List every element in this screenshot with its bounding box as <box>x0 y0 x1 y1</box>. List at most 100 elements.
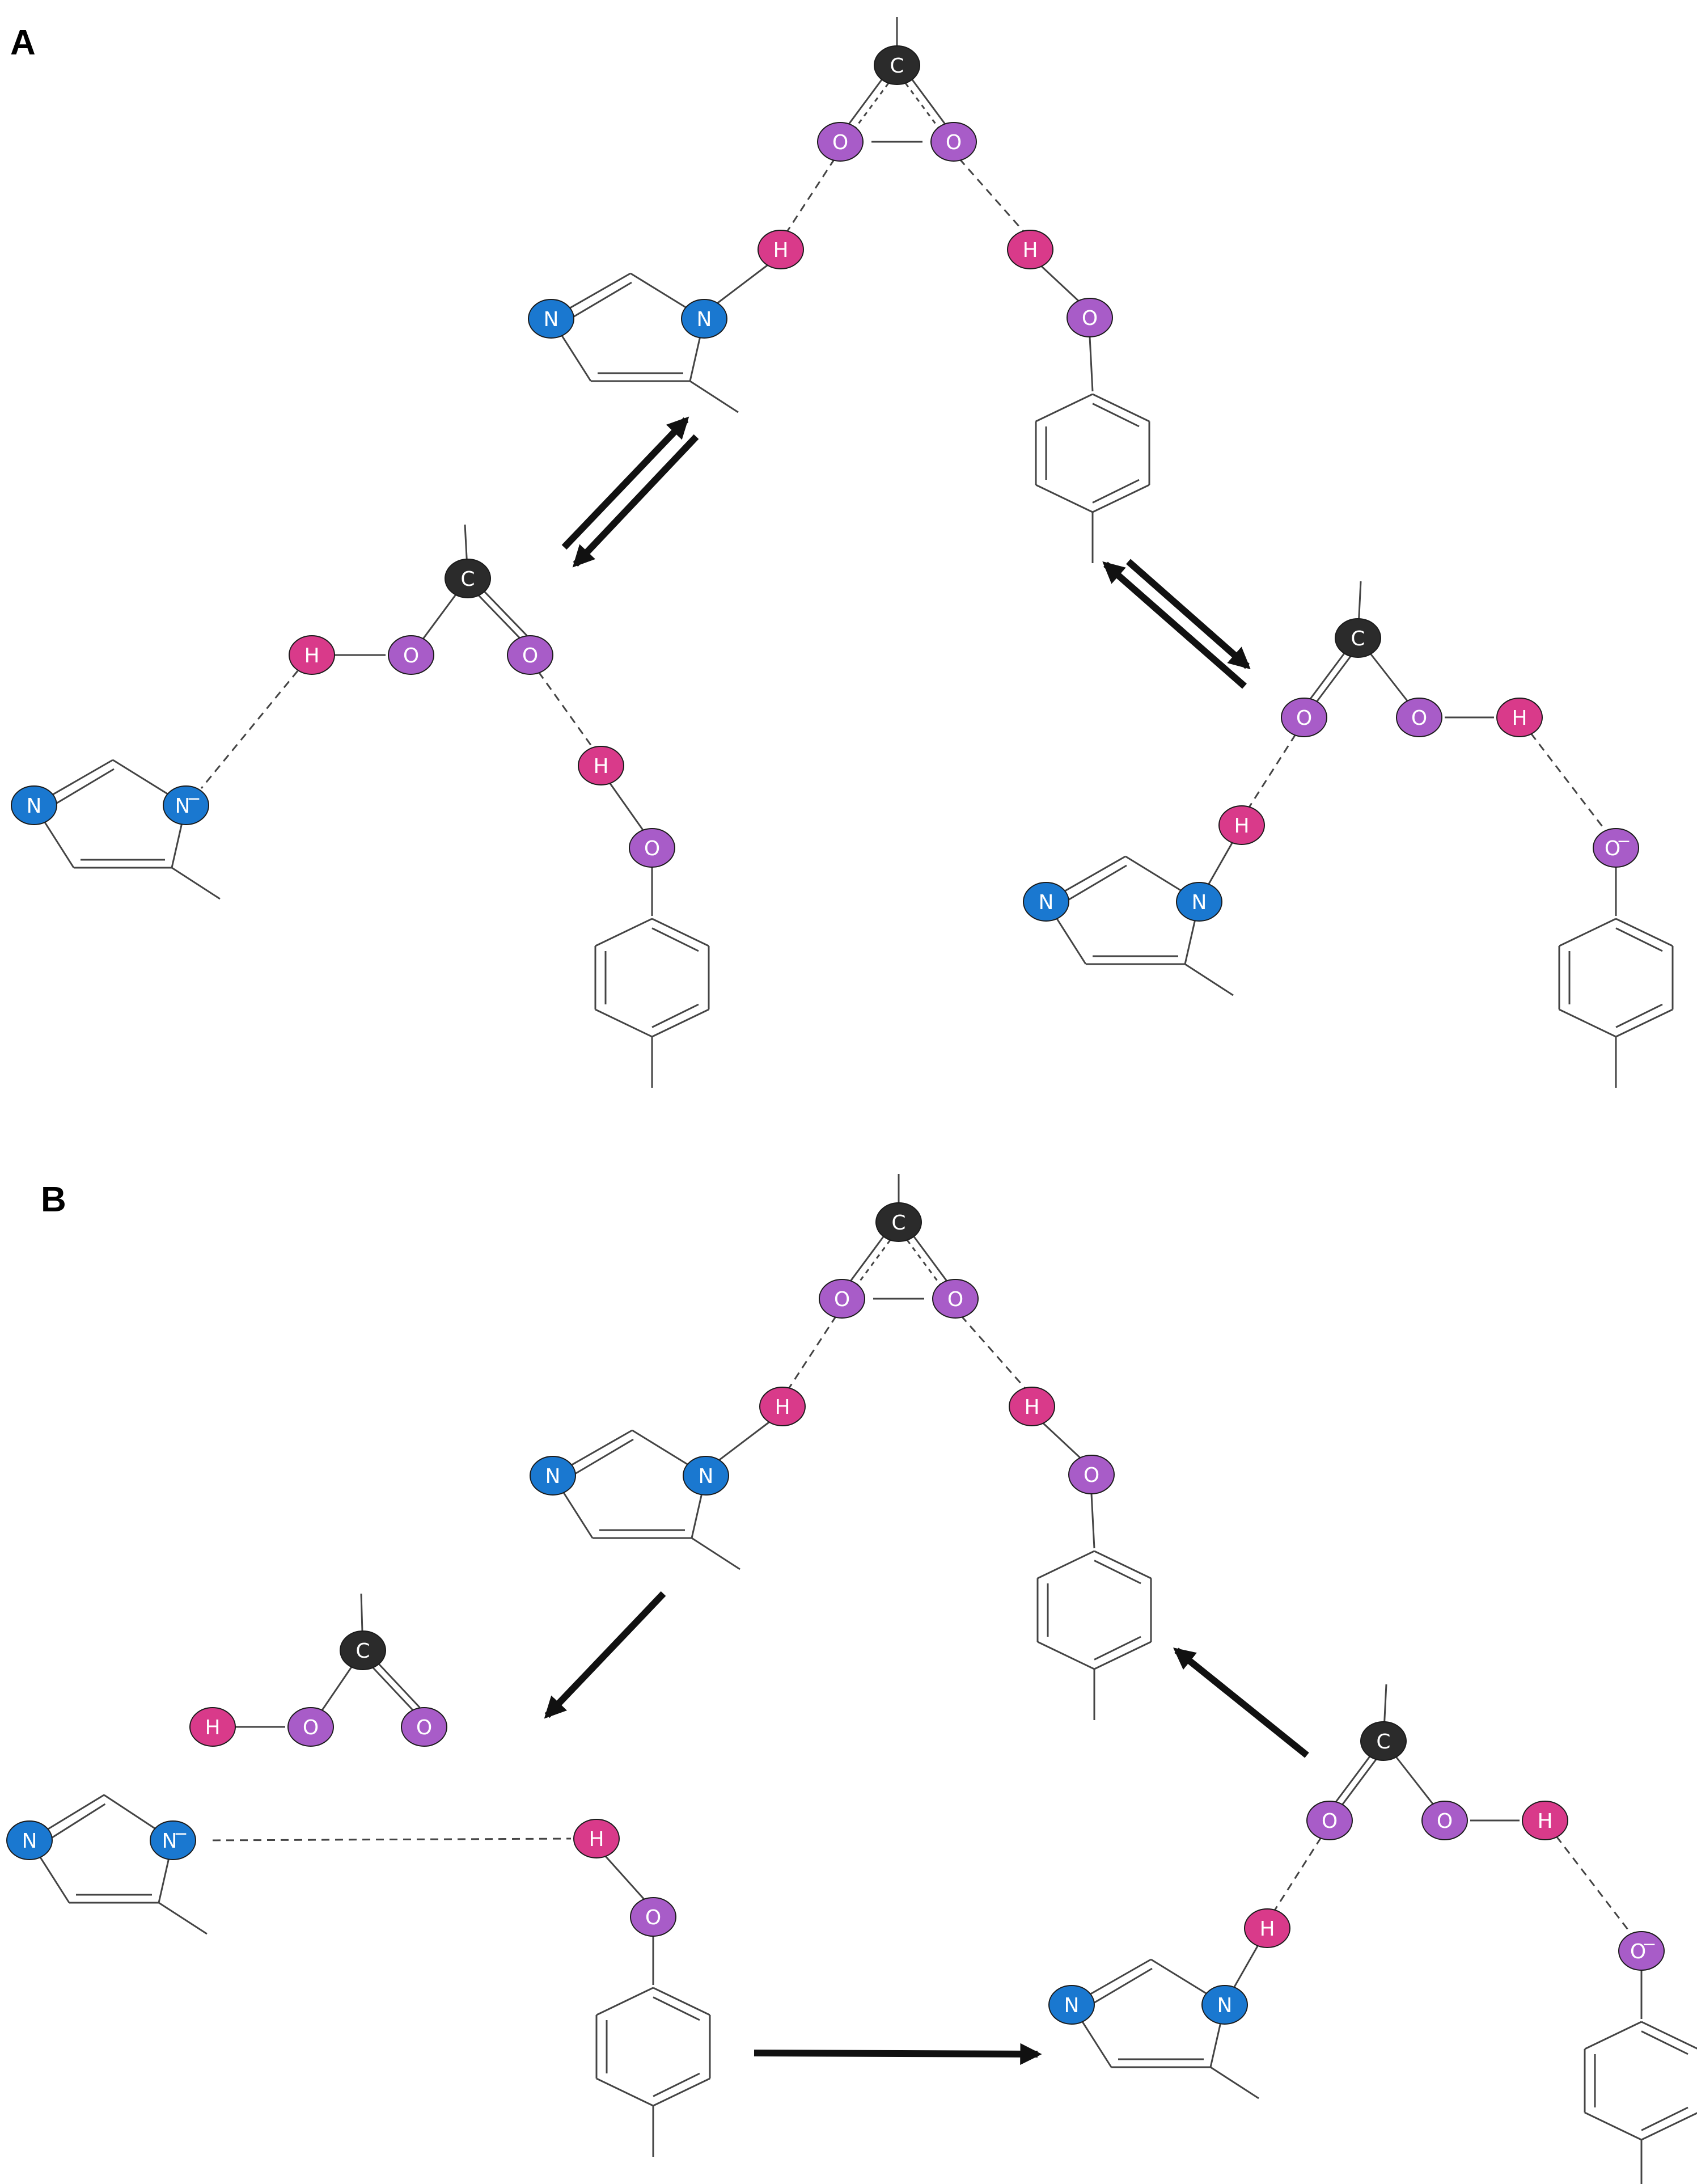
hydrogen-atom: H <box>1007 230 1053 269</box>
carboxylate-bond <box>894 68 953 146</box>
charge-minus: − <box>1616 831 1631 851</box>
atom-label: C <box>356 1640 370 1663</box>
nitrogen-atom: N <box>1201 1985 1248 2025</box>
methyl-bond <box>171 867 221 900</box>
hydrogen-atom: H <box>1522 1801 1568 1840</box>
oxygen-circle <box>1306 1801 1353 1840</box>
hydrogen-circle <box>757 230 804 269</box>
atom-label: O <box>1296 707 1312 730</box>
oxygen-circle <box>401 1707 447 1747</box>
nitrogen-circle <box>1176 882 1222 922</box>
hydrogen-bond <box>1273 1837 1322 1912</box>
nitrogen-circle <box>1048 1985 1095 2025</box>
atom-label: N <box>162 1830 177 1853</box>
atom-label: C <box>460 568 475 591</box>
reaction-arrow <box>1126 559 1251 670</box>
oxygen-atom: O <box>1396 698 1442 737</box>
hydrogen-atom: H <box>1009 1387 1055 1426</box>
oxygen-atom: O <box>1068 1455 1115 1494</box>
nitrogen-atom: N <box>1048 1985 1095 2025</box>
hydrogen-atom: H <box>289 635 335 675</box>
oxygen-atom: O <box>1306 1801 1353 1840</box>
hydrogen-circle <box>578 746 624 785</box>
oxygen-atom: O <box>932 1279 979 1319</box>
atom-label: O <box>522 644 538 668</box>
benzene-bond <box>653 2077 710 2107</box>
atom-label: O <box>832 131 848 154</box>
carbon-atom: C <box>340 1630 386 1670</box>
oxygen-atom: O <box>819 1279 865 1319</box>
atom-label: H <box>1512 707 1527 730</box>
carbon-atom: C <box>1360 1721 1407 1761</box>
panel-label-a: A <box>10 23 36 62</box>
nitrogen-atom: N <box>528 299 574 339</box>
atom-label: C <box>891 1211 905 1235</box>
atom-label: O <box>947 1288 963 1311</box>
hydrogen-circle <box>573 1819 620 1858</box>
carbon-circle <box>1335 618 1381 658</box>
atom-label: H <box>1259 1917 1275 1941</box>
nitrogen-atom: N <box>530 1456 576 1496</box>
atom-label: O <box>1437 1810 1453 1833</box>
benzene-double-bond <box>653 1996 700 2021</box>
carbon-atom: C <box>874 45 920 85</box>
carbon-circle <box>1360 1721 1407 1761</box>
atom-label: O <box>645 1906 661 1929</box>
methyl-bond <box>1210 2066 1259 2099</box>
benzene-bond <box>651 918 709 947</box>
oxygen-atom: O <box>388 635 434 675</box>
oxygen-atom-anion: O− <box>1593 828 1639 868</box>
panel-label-b: B <box>41 1180 66 1219</box>
nitrogen-circle <box>530 1456 576 1496</box>
atom-label: H <box>205 1716 220 1739</box>
oh-bond <box>608 782 645 831</box>
benzene-double-bond <box>1092 479 1140 504</box>
atom-label: O <box>303 1716 319 1739</box>
oxygen-circle <box>817 122 864 162</box>
nitrogen-circle <box>528 299 574 339</box>
hydrogen-bond <box>960 1315 1027 1390</box>
atom-label: H <box>589 1828 604 1851</box>
atom-label: C <box>890 54 904 78</box>
reaction-arrow <box>754 2043 1042 2065</box>
carbon-circle <box>340 1630 386 1670</box>
carbon-atom: C <box>875 1202 922 1242</box>
benzene-bond <box>1094 1641 1152 1670</box>
atom-label: H <box>1024 1396 1039 1419</box>
atom-label: H <box>775 1396 790 1419</box>
benzene-bond <box>1641 2112 1697 2141</box>
oxygen-circle <box>932 1279 979 1319</box>
atom-label: N <box>544 308 559 331</box>
hydrogen-atom: H <box>189 1707 236 1747</box>
oxygen-atom: O <box>401 1707 447 1747</box>
hydrogen-bond <box>787 1315 837 1390</box>
atom-label: N <box>22 1830 37 1853</box>
benzene-double-bond <box>651 1003 699 1028</box>
oxygen-circle <box>507 635 553 675</box>
nitrogen-circle <box>150 1820 196 1860</box>
benzene-double-bond <box>1641 2030 1688 2055</box>
atom-label: C <box>1351 627 1365 650</box>
atom-label: H <box>773 239 788 262</box>
benzene-bond <box>595 1008 653 1038</box>
carboxylate-bond <box>895 1225 954 1303</box>
atom-label: O <box>946 131 962 154</box>
oh-bond <box>1038 263 1082 305</box>
atom-label: N <box>175 795 191 818</box>
hydrogen-circle <box>1007 230 1053 269</box>
double-bond <box>1334 1752 1373 1803</box>
oxygen-atom: O <box>930 122 977 162</box>
benzene-double-bond <box>1641 2106 1688 2131</box>
oxygen-atom: O <box>1421 1801 1468 1840</box>
double-bond <box>375 1659 421 1708</box>
charge-minus: − <box>1642 1934 1656 1954</box>
atom-label: N <box>697 308 712 331</box>
nitrogen-circle <box>1023 882 1069 922</box>
nitrogen-atom-anion: N− <box>150 1820 196 1860</box>
oxygen-atom: O <box>630 1897 676 1937</box>
oxygen-atom: O <box>1067 298 1113 337</box>
methyl-bond <box>1184 963 1234 996</box>
atom-label: O <box>1630 1940 1646 1963</box>
atom-label: H <box>593 755 608 778</box>
